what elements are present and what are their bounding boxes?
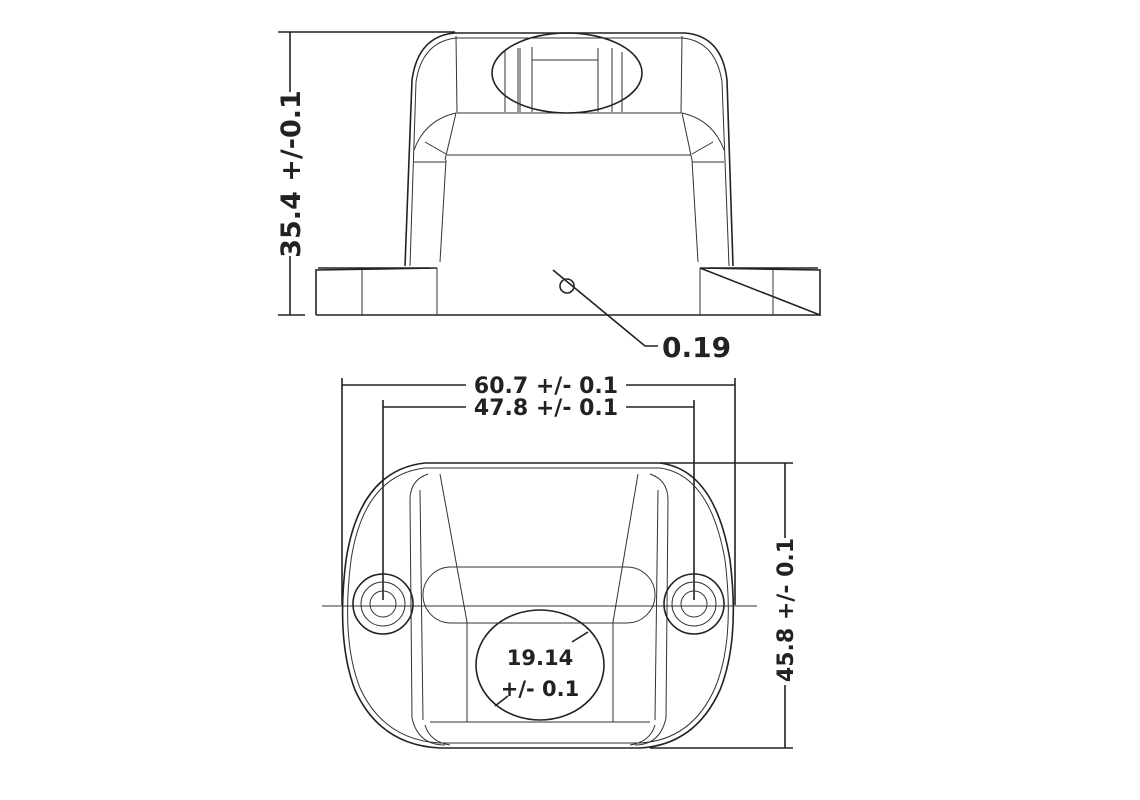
hole-spacing-label: 47.8 +/- 0.1 <box>474 396 618 421</box>
center-slot <box>422 566 656 624</box>
center-hole-tolerance: +/- 0.1 <box>501 677 580 701</box>
front-view: 35.4 +/-0.1 0.19 <box>276 31 821 364</box>
mounting-hole-left <box>352 573 414 635</box>
top-view: 60.7 +/- 0.1 47.8 +/- 0.1 45.8 +/- 0.1 <box>322 374 799 749</box>
height-dimension-label: 35.4 +/-0.1 <box>276 90 307 258</box>
body-outline <box>404 32 734 267</box>
hole-dimension-label: 0.19 <box>662 331 731 364</box>
outer-outline <box>341 462 735 749</box>
center-hole-value: 19.14 <box>507 646 573 670</box>
hole-leader <box>552 269 658 347</box>
depth-dimension-label: 45.8 +/- 0.1 <box>774 538 799 682</box>
diameter-symbol <box>559 278 575 294</box>
overall-width-label: 60.7 +/- 0.1 <box>474 374 618 399</box>
center-hole <box>475 609 605 721</box>
mounting-hole-right <box>663 573 725 635</box>
base-outline <box>315 267 821 317</box>
top-opening <box>491 32 643 114</box>
height-dimension: 35.4 +/-0.1 <box>276 31 455 316</box>
